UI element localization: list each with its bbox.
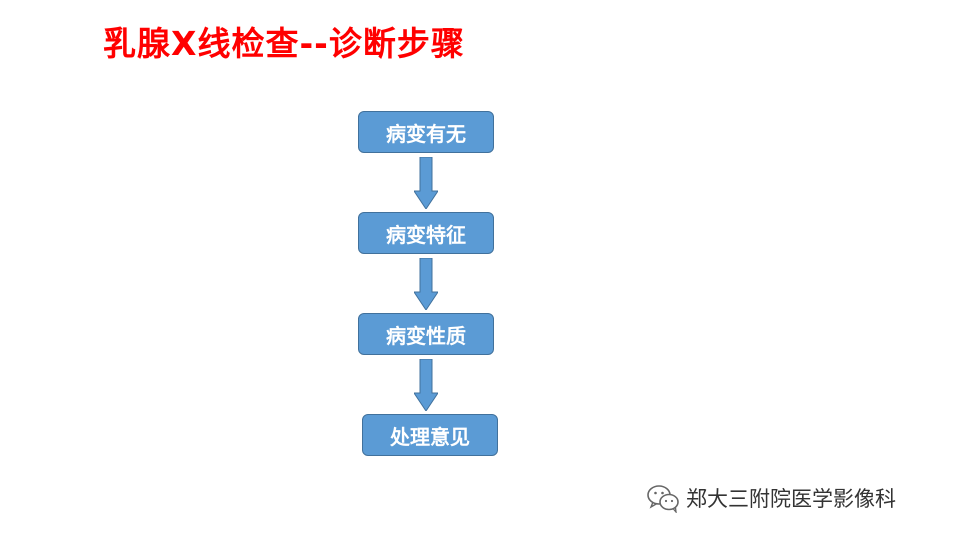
flow-step-features: 病变特征	[358, 212, 494, 254]
down-arrow-icon	[414, 157, 438, 209]
down-arrow-icon	[414, 359, 438, 411]
watermark: 郑大三附院医学影像科	[646, 478, 896, 518]
flow-step-presence: 病变有无	[358, 111, 494, 153]
down-arrow-icon	[414, 258, 438, 310]
slide-title: 乳腺X线检查--诊断步骤	[103, 24, 465, 63]
flow-step-nature: 病变性质	[358, 313, 494, 355]
watermark-text: 郑大三附院医学影像科	[686, 487, 896, 511]
wechat-icon	[647, 485, 679, 513]
flow-step-recommendation: 处理意见	[362, 414, 498, 456]
